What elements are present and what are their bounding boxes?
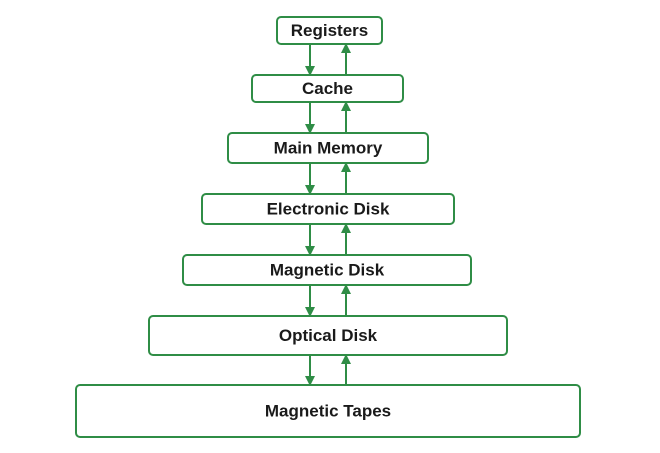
level-optical-disk-label: Optical Disk	[279, 326, 378, 345]
level-magnetic-tapes-label: Magnetic Tapes	[265, 402, 391, 421]
level-magnetic-disk-box	[182, 254, 472, 286]
level-registers-box	[276, 16, 383, 45]
level-electronic-disk: Electronic Disk	[201, 193, 455, 225]
level-registers-label: Registers	[291, 21, 368, 40]
level-registers: Registers	[276, 16, 383, 45]
level-cache: Cache	[251, 74, 404, 103]
level-magnetic-disk: Magnetic Disk	[182, 254, 472, 286]
level-magnetic-tapes: Magnetic Tapes	[75, 384, 581, 438]
level-main-memory-label: Main Memory	[274, 139, 383, 158]
level-magnetic-disk-label: Magnetic Disk	[270, 261, 385, 280]
level-cache-box	[251, 74, 404, 103]
arrows-group	[305, 43, 351, 386]
level-cache-label: Cache	[302, 79, 353, 98]
level-optical-disk-box	[148, 315, 508, 356]
level-optical-disk: Optical Disk	[148, 315, 508, 356]
level-main-memory-box	[227, 132, 429, 164]
level-electronic-disk-box	[201, 193, 455, 225]
level-electronic-disk-label: Electronic Disk	[267, 200, 390, 219]
level-main-memory: Main Memory	[227, 132, 429, 164]
level-magnetic-tapes-box	[75, 384, 581, 438]
